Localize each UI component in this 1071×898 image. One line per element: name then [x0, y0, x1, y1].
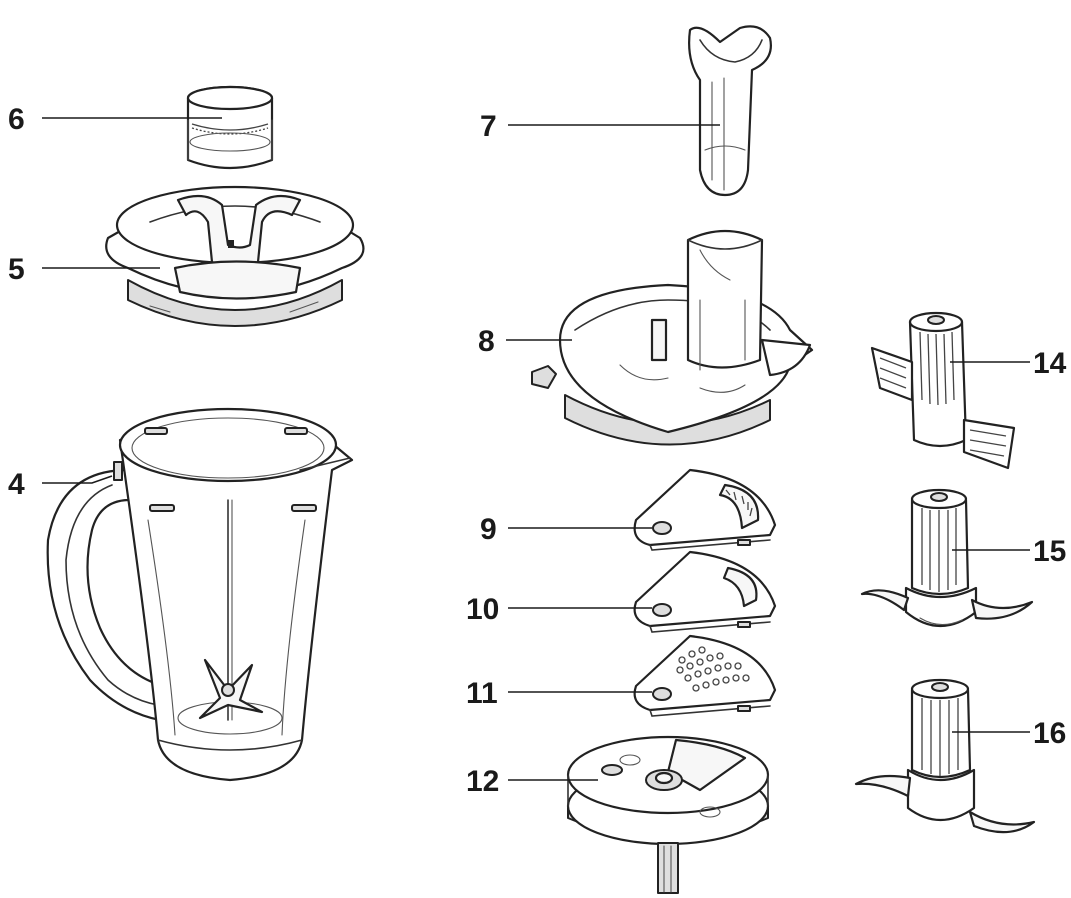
part-12-disc-holder: [566, 735, 770, 894]
leader-4: [42, 475, 113, 484]
part-11-shredder-insert: [633, 634, 777, 717]
leader-lines: [42, 117, 1030, 781]
part-5-blender-lid: [105, 185, 365, 327]
callout-8: 8: [478, 325, 495, 358]
part-15-chopping-blade: [860, 488, 1034, 628]
callout-9: 9: [480, 513, 497, 546]
callout-5: 5: [8, 253, 25, 286]
part-8-processor-lid: [531, 230, 814, 446]
part-10-grater-insert: [633, 550, 777, 633]
part-14-kneading-blade: [870, 311, 1016, 470]
callout-15: 15: [1033, 535, 1066, 568]
callout-16: 16: [1033, 717, 1066, 750]
part-9-slicer-insert: [633, 468, 777, 551]
callout-12: 12: [466, 765, 499, 798]
callout-10: 10: [466, 593, 499, 626]
part-4-blender-jug: [46, 407, 354, 782]
part-16-mixing-blade: [854, 678, 1036, 834]
callout-6: 6: [8, 103, 25, 136]
callout-4: 4: [8, 468, 25, 501]
part-7-food-pusher: [688, 25, 772, 197]
callout-labels: 6 5 4 7 8 9 10 11 12 14 15 16: [8, 103, 1067, 798]
callout-11: 11: [466, 677, 498, 710]
callout-7: 7: [480, 110, 497, 143]
part-6-measuring-cap: [186, 85, 274, 170]
callout-14: 14: [1033, 347, 1067, 380]
